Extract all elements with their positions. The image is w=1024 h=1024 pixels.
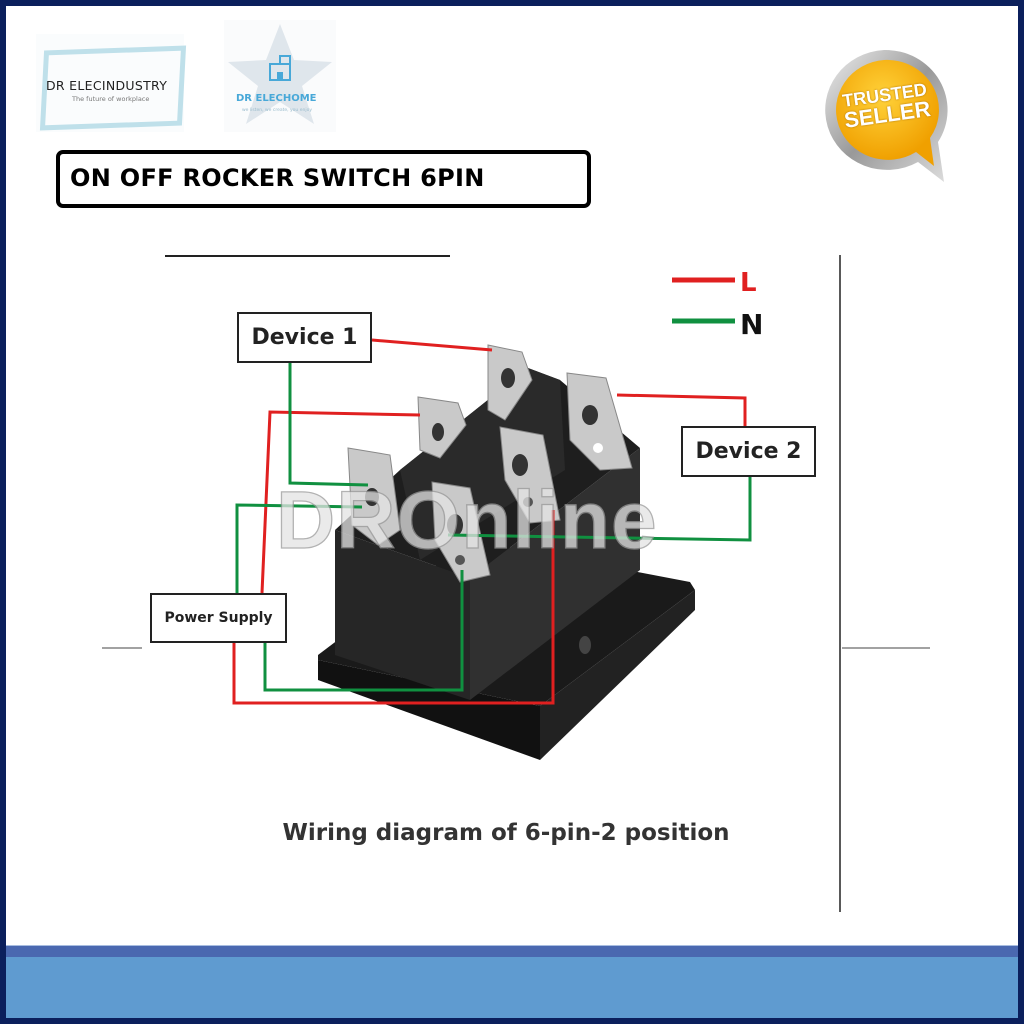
device1-label: Device 1	[237, 312, 372, 363]
device2-label: Device 2	[681, 426, 816, 477]
diagram-caption: Wiring diagram of 6-pin-2 position	[282, 820, 730, 846]
terminal-holes	[365, 368, 603, 565]
logo-name: DR ELECHOME	[236, 93, 317, 104]
dr-elechome-logo: DR ELECHOME we listen, we create, you en…	[224, 20, 336, 132]
power-supply-label: Power Supply	[150, 593, 287, 643]
speech-bubble-icon	[825, 49, 948, 182]
logo-name: DR ELECINDUSTRY	[46, 78, 168, 93]
watermark: DROnline	[275, 474, 658, 566]
footer-band-dark	[6, 945, 1018, 957]
trusted-seller-badge: TRUSTED SELLER	[818, 46, 953, 186]
product-title-box: ON OFF ROCKER SWITCH 6PIN	[56, 150, 591, 208]
logo-tagline: The future of workplace	[72, 95, 150, 103]
rocker-switch	[318, 368, 695, 760]
star-building-icon	[228, 24, 332, 124]
product-image: DR ELECINDUSTRY The future of workplace …	[6, 6, 1018, 1018]
logo-tagline: we listen, we create, you enjoy	[242, 108, 312, 113]
legend-live-label: L	[740, 268, 757, 298]
footer-band-light	[6, 957, 1018, 1018]
neutral-wires	[235, 362, 752, 692]
live-wires	[232, 338, 747, 705]
legend-neutral-label: N	[740, 308, 764, 341]
product-title: ON OFF ROCKER SWITCH 6PIN	[70, 164, 485, 192]
dr-elecindustry-logo: DR ELECINDUSTRY The future of workplace	[36, 34, 187, 132]
wiring-diagram	[102, 255, 930, 912]
